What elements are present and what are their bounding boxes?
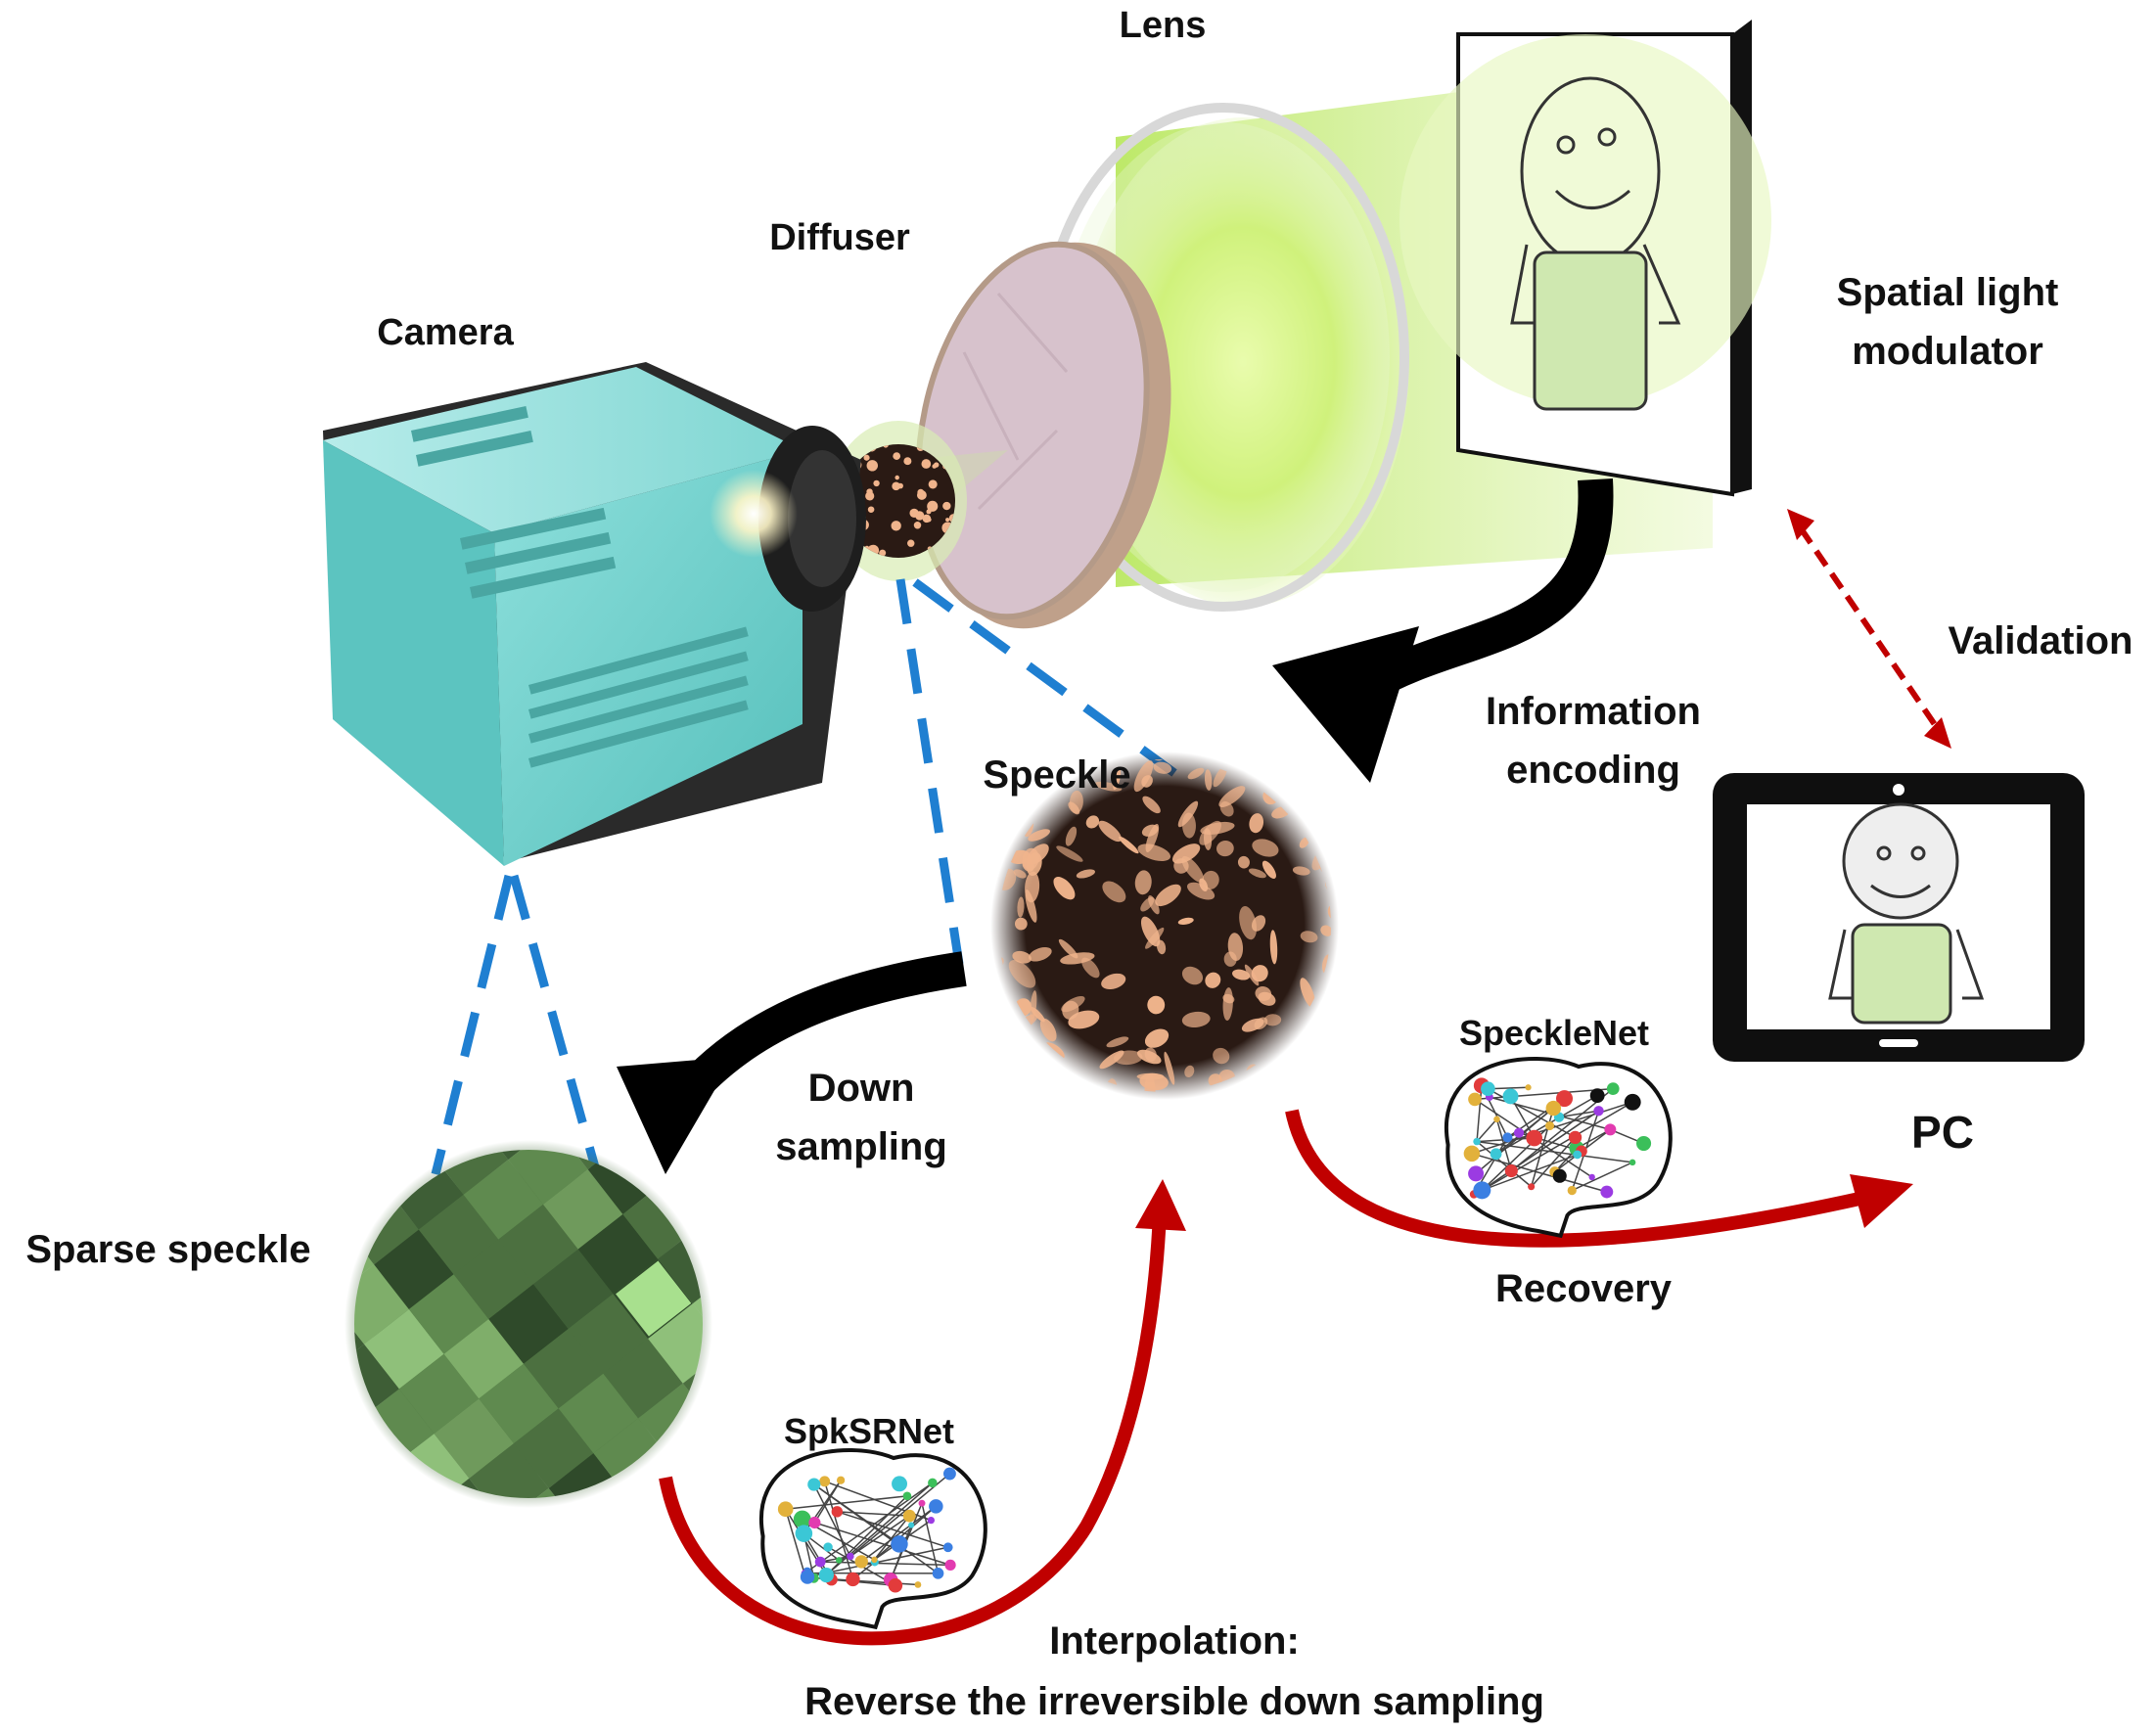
sparse-speckle-label: Sparse speckle <box>25 1228 310 1271</box>
slm-smiley-figure <box>1510 76 1681 411</box>
spksrnet-label: SpkSRNet <box>784 1411 954 1451</box>
spatial-light-modulator <box>1399 20 1771 497</box>
recovery-label: Recovery <box>1495 1267 1673 1310</box>
speckle-net-label: SpeckleNet <box>1459 1013 1649 1053</box>
down-sampling-label-line1: Down <box>808 1067 915 1110</box>
information-encoding-label-line2: encoding <box>1506 749 1680 792</box>
slm-label-line1: Spatial light <box>1837 271 2059 314</box>
speckle-pattern <box>990 752 1339 1100</box>
spksrnet-brain-icon <box>758 1448 987 1630</box>
projection-lines <box>431 578 1177 1176</box>
pc-tablet <box>1713 773 2085 1062</box>
information-encoding-arrow <box>1272 478 1614 783</box>
lens-label: Lens <box>1120 5 1207 46</box>
interpolation-arrow <box>659 1179 1186 1646</box>
diffuser-label: Diffuser <box>769 217 910 258</box>
interpolation-label-line2: Reverse the irreversible down sampling <box>804 1680 1544 1723</box>
camera-label: Camera <box>377 312 514 353</box>
pc-label: PC <box>1911 1107 1974 1158</box>
slm-label-line2: modulator <box>1852 330 2043 373</box>
camera <box>323 362 866 866</box>
information-encoding-label-line1: Information <box>1486 690 1701 733</box>
pc-smiley-figure <box>1828 802 1985 1025</box>
validation-arrow <box>1787 509 1951 749</box>
validation-label: Validation <box>1949 619 2133 662</box>
speckle-label: Speckle <box>983 753 1130 797</box>
interpolation-label-line1: Interpolation: <box>1049 1619 1300 1663</box>
speckle-net-brain-icon <box>1444 1057 1673 1239</box>
down-sampling-arrow <box>617 951 967 1174</box>
recovery-arrow <box>1285 1109 1913 1248</box>
down-sampling-label-line2: sampling <box>775 1125 947 1168</box>
